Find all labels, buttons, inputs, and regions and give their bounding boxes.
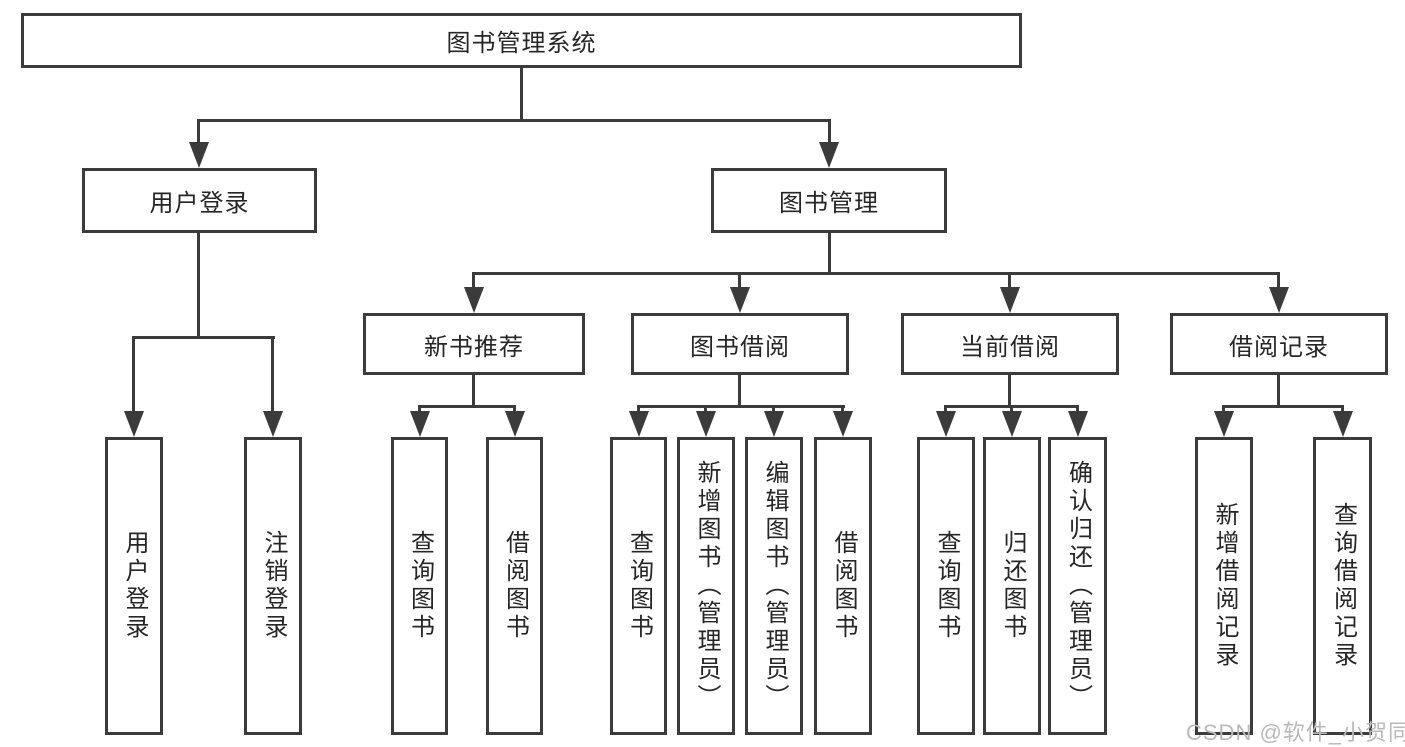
arrowhead-borrowing-records: [1269, 287, 1289, 313]
edge-drop-new-book: [472, 272, 475, 290]
arrowhead-br-add: [1214, 411, 1234, 437]
arrowhead-leaf-logout: [263, 411, 283, 437]
arrowhead-new-book: [464, 287, 484, 313]
leaf-add-books-admin: 新增图书（管理员）: [677, 437, 735, 735]
edge-drop-cb-return: [1010, 405, 1013, 415]
leaf-user-login: 用户登录: [105, 437, 163, 735]
edge-borrowing-records-bar: [1222, 405, 1344, 408]
node-book-management: 图书管理: [711, 168, 947, 233]
edge-level2-bar: [472, 272, 1280, 275]
leaf-query-books-borrowing: 查询图书: [610, 437, 667, 735]
leaf-add-books-admin-label: 新增图书（管理员）: [693, 460, 720, 712]
node-user-login-label: 用户登录: [149, 190, 250, 217]
leaf-borrow-books-borrowing: 借阅图书: [814, 437, 872, 735]
edge-root-stub: [520, 66, 523, 121]
node-user-login: 用户登录: [82, 168, 317, 233]
edge-drop-cb-query: [944, 405, 947, 415]
leaf-edit-books-admin: 编辑图书（管理员）: [745, 437, 803, 735]
edge-drop-nb-borrow: [513, 405, 516, 415]
leaf-return-books-label: 归还图书: [999, 530, 1026, 642]
leaf-return-books: 归还图书: [983, 437, 1041, 735]
node-book-management-label: 图书管理: [779, 190, 879, 217]
edge-drop-bb-add: [704, 405, 707, 415]
node-new-book-recommendation: 新书推荐: [363, 313, 585, 375]
leaf-query-borrow-record-label: 查询借阅记录: [1329, 502, 1357, 670]
leaf-borrow-books-recommend: 借阅图书: [486, 437, 543, 735]
edge-drop-bb-edit: [772, 405, 775, 415]
node-book-borrowing-label: 图书借阅: [690, 333, 790, 361]
arrowhead-cb-return: [1002, 411, 1022, 437]
leaf-query-books-recommend: 查询图书: [391, 437, 448, 735]
arrowhead-cb-confirm: [1068, 411, 1088, 437]
leaf-borrow-books-recommend-label: 借阅图书: [501, 530, 529, 642]
leaf-query-books-borrowing-label: 查询图书: [625, 530, 653, 642]
arrowhead-leaf-user-login: [124, 411, 144, 437]
node-current-borrowing-label: 当前借阅: [960, 333, 1060, 361]
arrowhead-bb-borrow: [833, 411, 853, 437]
edge-drop-book-borrowing: [738, 272, 741, 290]
edge-drop-bb-query: [637, 405, 640, 415]
leaf-edit-books-admin-label: 编辑图书（管理员）: [761, 460, 788, 712]
edge-book-management-stub: [828, 231, 831, 274]
leaf-query-borrow-record: 查询借阅记录: [1313, 437, 1372, 735]
edge-drop-br-query: [1341, 405, 1344, 415]
edge-drop-nb-query: [418, 405, 421, 415]
edge-current-borrowing-stub: [1008, 373, 1011, 407]
leaf-logout: 注销登录: [244, 437, 302, 735]
node-root-label: 图书管理系统: [446, 30, 597, 57]
leaf-query-books-current-label: 查询图书: [933, 530, 960, 642]
leaf-add-borrow-record: 新增借阅记录: [1195, 437, 1253, 735]
edge-book-borrowing-stub: [738, 373, 741, 407]
edge-user-login-stub: [197, 231, 200, 338]
arrowhead-book-borrowing: [730, 287, 750, 313]
leaf-query-books-current: 查询图书: [917, 437, 975, 735]
arrowhead-nb-query: [410, 411, 430, 437]
leaf-query-books-recommend-label: 查询图书: [406, 530, 434, 642]
edge-book-borrowing-bar: [637, 405, 845, 408]
edge-drop-leaf-logout: [271, 336, 274, 414]
edge-user-login-bar: [132, 336, 275, 339]
arrowhead-book-management: [819, 142, 839, 168]
node-current-borrowing: 当前借阅: [901, 313, 1119, 375]
edge-new-book-stub: [472, 373, 475, 407]
node-new-book-recommendation-label: 新书推荐: [424, 333, 524, 361]
leaf-add-borrow-record-label: 新增借阅记录: [1211, 502, 1238, 670]
edge-drop-borrowing-records: [1277, 272, 1280, 290]
edge-borrowing-records-stub: [1277, 373, 1280, 407]
edge-new-book-bar: [418, 405, 516, 408]
arrowhead-cb-query: [936, 411, 956, 437]
arrowhead-br-query: [1333, 411, 1353, 437]
edge-drop-leaf-user-login: [132, 336, 135, 414]
arrowhead-bb-query: [629, 411, 649, 437]
edge-drop-bb-borrow: [841, 405, 844, 415]
arrowhead-current-borrowing: [1000, 287, 1020, 313]
leaf-user-login-label: 用户登录: [121, 530, 148, 642]
node-borrowing-records: 借阅记录: [1170, 313, 1388, 375]
leaf-confirm-return-admin: 确认归还（管理员）: [1048, 437, 1107, 735]
edge-drop-cb-confirm: [1076, 405, 1079, 415]
arrowhead-nb-borrow: [505, 411, 525, 437]
edge-drop-user-login: [197, 119, 200, 144]
edge-drop-br-add: [1222, 405, 1225, 415]
arrowhead-user-login: [189, 142, 209, 168]
leaf-logout-label: 注销登录: [260, 530, 287, 642]
arrowhead-bb-edit: [764, 411, 784, 437]
edge-drop-book-management: [828, 119, 831, 144]
node-book-borrowing: 图书借阅: [631, 313, 849, 375]
leaf-borrow-books-borrowing-label: 借阅图书: [830, 530, 857, 642]
edge-drop-current-borrowing: [1008, 272, 1011, 290]
edge-level1-bar: [197, 119, 831, 122]
node-borrowing-records-label: 借阅记录: [1229, 333, 1329, 361]
arrowhead-bb-add: [696, 411, 716, 437]
node-root: 图书管理系统: [21, 13, 1022, 68]
leaf-confirm-return-admin-label: 确认归还（管理员）: [1064, 460, 1092, 712]
csdn-watermark: CSDN @软件_小贺同学: [1186, 720, 1405, 745]
